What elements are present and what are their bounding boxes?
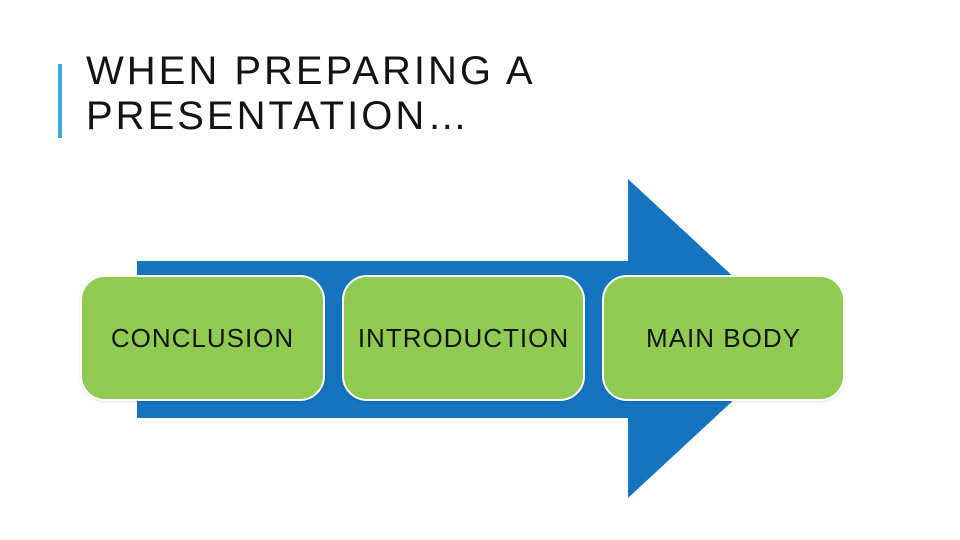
step-box-conclusion: CONCLUSION (80, 275, 325, 401)
step-label: CONCLUSION (110, 322, 295, 353)
step-label: INTRODUCTION (357, 322, 570, 353)
title-accent-bar (58, 64, 62, 138)
step-label: MAIN BODY (646, 322, 801, 353)
step-box-introduction: INTRODUCTION (342, 275, 585, 401)
title-line-2: PRESENTATION… (86, 94, 471, 138)
title-line-1: WHEN PREPARING A (86, 49, 536, 93)
slide-title: WHEN PREPARING A PRESENTATION… (86, 49, 726, 139)
step-box-main-body: MAIN BODY (602, 275, 845, 401)
